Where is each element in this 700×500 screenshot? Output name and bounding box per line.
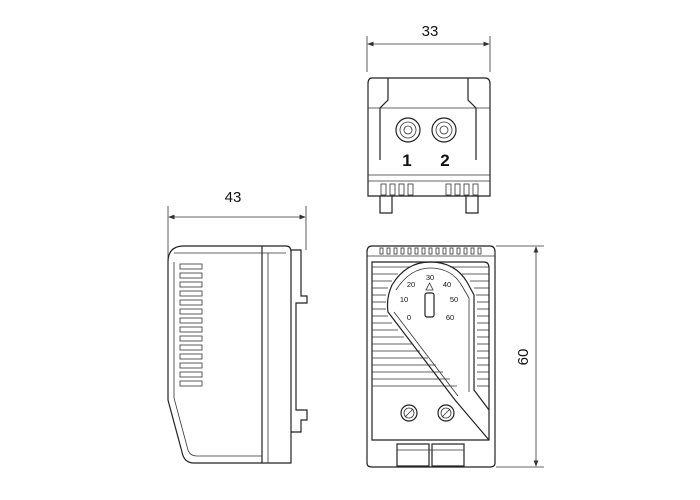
dial-scale-20: 20 [407, 280, 415, 289]
terminal-1-screw [395, 117, 421, 143]
dial-scale-60: 60 [446, 313, 454, 322]
dial-scale-40: 40 [443, 280, 451, 289]
front-dial: 0 10 20 30 40 50 60 [400, 273, 458, 322]
top-center-block [379, 78, 477, 160]
terminal-2-screw [431, 117, 457, 143]
terminal-1-label: 1 [402, 151, 411, 170]
front-body-outline [366, 245, 496, 468]
side-depth-label: 43 [225, 189, 242, 206]
dial-scale-30: 30 [426, 273, 434, 282]
dial-scale-0: 0 [407, 313, 411, 322]
terminal-2-label: 2 [440, 151, 449, 170]
front-dial-housing-inner [393, 267, 470, 397]
top-width-label: 33 [422, 23, 439, 40]
side-vent-slots [179, 263, 203, 387]
side-inner-bottom [173, 262, 262, 457]
front-screw-left [400, 404, 418, 422]
top-body-outline [367, 77, 491, 197]
dial-pointer-icon [425, 282, 434, 291]
front-dial-housing [386, 261, 490, 441]
front-vent-grille [372, 266, 489, 387]
dial-scale-10: 10 [400, 295, 408, 304]
dial-scale-50: 50 [450, 295, 458, 304]
front-inner-panel [371, 261, 490, 441]
top-clip-right [465, 196, 479, 214]
side-body-outline [167, 245, 292, 464]
front-top-slots [379, 247, 482, 255]
front-height-label: 60 [515, 349, 532, 366]
side-view: 43 [167, 189, 308, 464]
front-screw-right [437, 404, 455, 422]
side-rail-clip [291, 249, 308, 433]
top-clip-left [379, 196, 393, 214]
front-cable-entries [396, 443, 465, 467]
front-view: 60 [366, 245, 544, 468]
top-view: 33 1 2 [366, 23, 491, 214]
dial-knob[interactable] [424, 292, 435, 318]
top-vent-slots [380, 183, 479, 196]
